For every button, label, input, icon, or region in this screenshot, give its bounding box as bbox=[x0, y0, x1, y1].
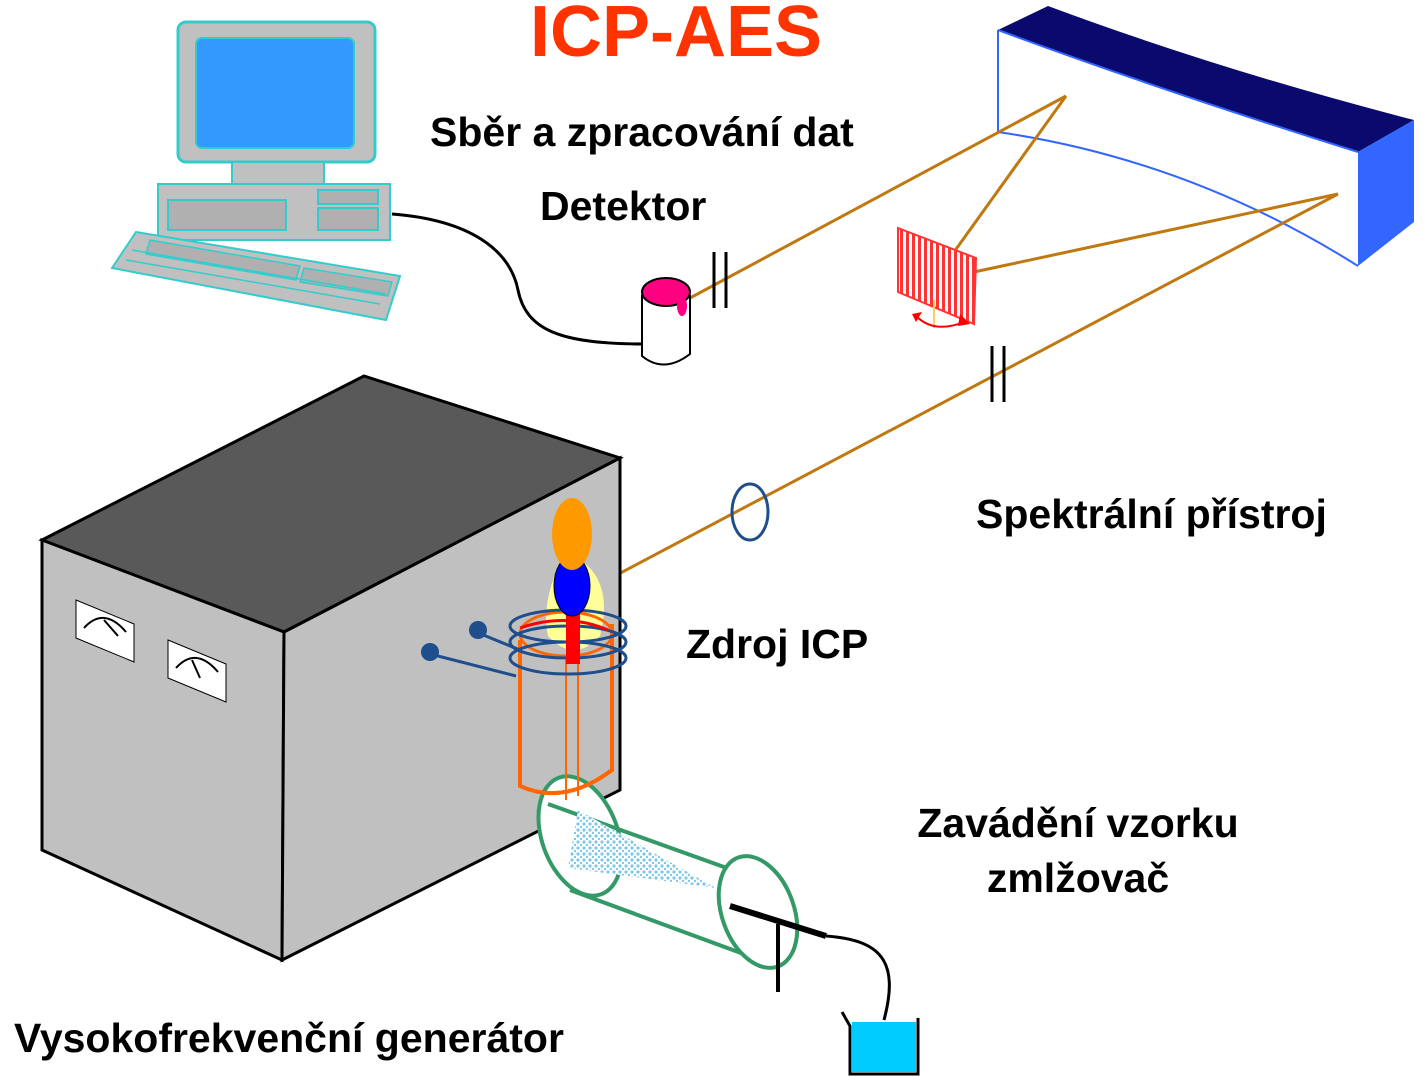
data-cable bbox=[391, 212, 645, 346]
keyboard bbox=[110, 230, 402, 322]
diagram-title: ICP-AES bbox=[530, 0, 823, 72]
coil-connector-1 bbox=[421, 643, 439, 661]
sample-introduction-label: Zavádění vzorku zmlžovač bbox=[878, 796, 1278, 905]
lens bbox=[730, 482, 770, 542]
icp-torch bbox=[421, 498, 628, 800]
meter-2 bbox=[167, 639, 227, 703]
detector-label: Detektor bbox=[540, 183, 707, 229]
monitor bbox=[176, 20, 377, 185]
diffraction-grating bbox=[897, 226, 978, 328]
icp-source-label: Zdroj ICP bbox=[686, 621, 869, 667]
hf-generator bbox=[38, 374, 624, 963]
sample-introduction-line-2: zmlžovač bbox=[986, 854, 1170, 901]
system-unit bbox=[157, 183, 391, 241]
hf-generator-label: Vysokofrekvenční generátor bbox=[14, 1015, 564, 1061]
aerosol-spray bbox=[568, 810, 716, 888]
coil-connector-2 bbox=[469, 621, 487, 639]
sample-beaker bbox=[840, 1011, 920, 1076]
data-processing-label: Sběr a zpracování dat bbox=[430, 109, 854, 155]
concave-mirror bbox=[997, 6, 1414, 267]
plasma-orange-zone bbox=[552, 498, 592, 570]
entrance-slit bbox=[990, 346, 1006, 402]
meter-1 bbox=[75, 599, 135, 663]
light-beam bbox=[591, 94, 1339, 590]
computer bbox=[110, 20, 645, 346]
sample-introduction-line-1: Zavádění vzorku bbox=[917, 800, 1239, 846]
nebulizer bbox=[536, 774, 891, 1021]
exit-slit bbox=[712, 252, 728, 308]
detector bbox=[641, 277, 691, 366]
spectrometer-label: Spektrální přístroj bbox=[976, 491, 1327, 537]
